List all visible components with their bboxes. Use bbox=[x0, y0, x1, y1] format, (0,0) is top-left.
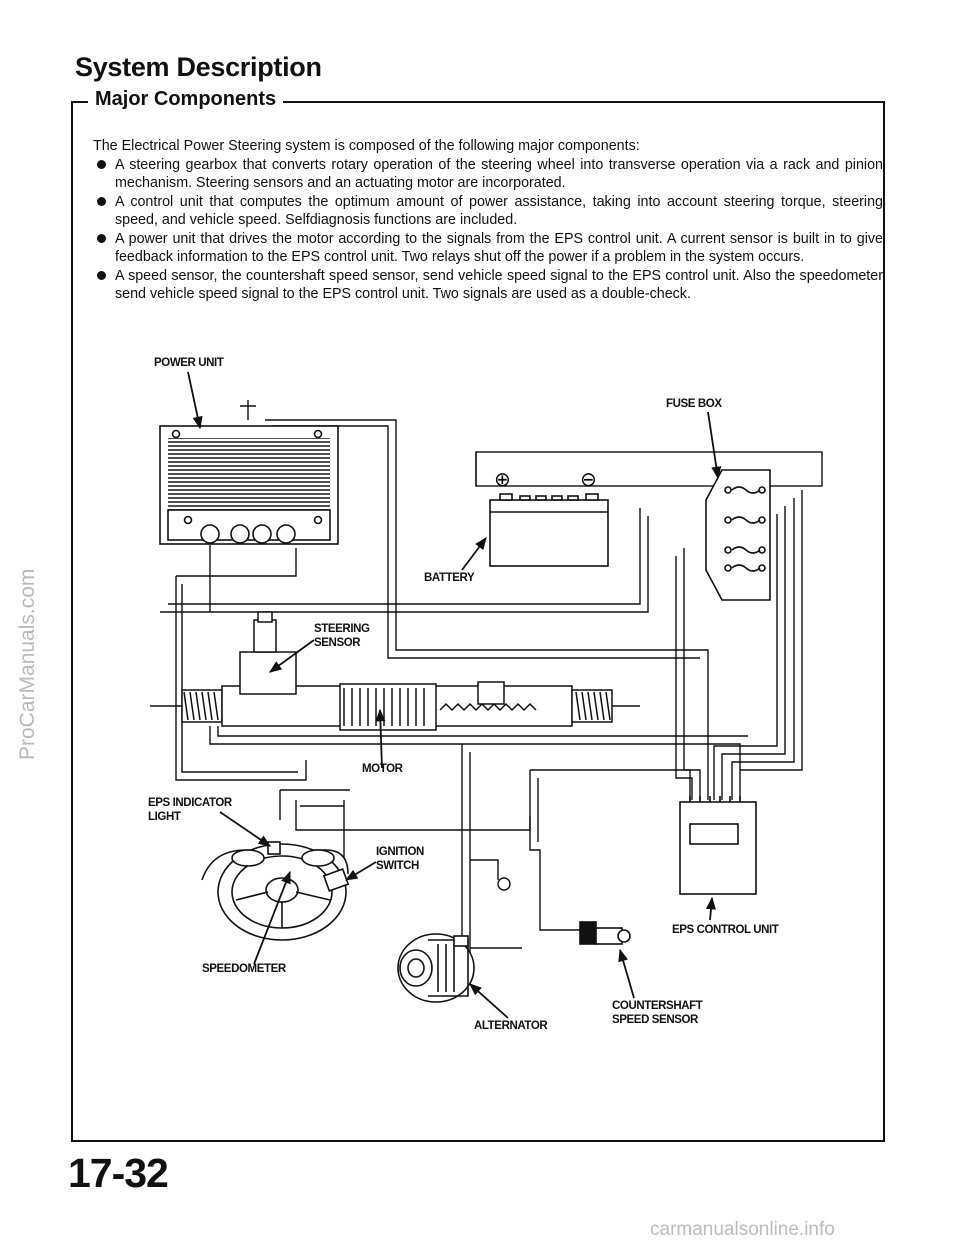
bullet-dot-icon bbox=[97, 196, 106, 206]
watermark-left: ProCarManuals.com bbox=[16, 568, 39, 760]
fuse-box-label: FUSE BOX bbox=[666, 398, 722, 410]
steering-sensor-label-line2: SENSOR bbox=[314, 637, 361, 649]
battery-label: BATTERY bbox=[424, 572, 475, 584]
power-unit-label: POWER UNIT bbox=[154, 357, 224, 369]
list-item-text: A power unit that drives the motor accor… bbox=[115, 230, 883, 266]
speedometer-label: SPEEDOMETER bbox=[202, 963, 286, 975]
eps-indicator-label-line2: LIGHT bbox=[148, 811, 181, 823]
list-item: A speed sensor, the countershaft speed s… bbox=[93, 267, 883, 304]
eps-control-unit-label: EPS CONTROL UNIT bbox=[672, 924, 779, 936]
steering-sensor-label: STEERING SENSOR bbox=[314, 622, 370, 650]
eps-indicator-label-line1: EPS INDICATOR bbox=[148, 797, 232, 809]
countershaft-label-line1: COUNTERSHAFT bbox=[612, 1000, 703, 1012]
battery-plus-icon: ⊕ bbox=[494, 467, 511, 491]
bullet-dot-icon bbox=[97, 233, 106, 243]
ignition-switch-label-line1: IGNITION bbox=[376, 846, 424, 858]
battery bbox=[489, 493, 609, 567]
bullet-dot-icon bbox=[97, 270, 106, 280]
alternator-label: ALTERNATOR bbox=[474, 1020, 548, 1032]
fuse-box bbox=[705, 469, 771, 601]
alternator bbox=[397, 933, 475, 1003]
list-item-text: A control unit that computes the optimum… bbox=[115, 193, 883, 229]
battery-minus-icon: ⊖ bbox=[580, 467, 597, 491]
power-unit bbox=[159, 425, 339, 545]
list-item: A power unit that drives the motor accor… bbox=[93, 230, 883, 267]
list-item: A steering gearbox that converts rotary … bbox=[93, 156, 883, 193]
page-number: 17-32 bbox=[68, 1150, 169, 1196]
countershaft-sensor bbox=[579, 921, 631, 945]
ignition-switch-label-line2: SWITCH bbox=[376, 860, 419, 872]
list-item: A control unit that computes the optimum… bbox=[93, 193, 883, 230]
wiring-harness bbox=[160, 400, 823, 972]
countershaft-label-line2: SPEED SENSOR bbox=[612, 1014, 698, 1026]
steering-wheel-and-dash bbox=[201, 841, 350, 941]
label-arrows bbox=[187, 371, 722, 1019]
steering-sensor-label-line1: STEERING bbox=[314, 623, 370, 635]
list-item-text: A steering gearbox that converts rotary … bbox=[115, 156, 883, 192]
ground-connector bbox=[497, 877, 511, 891]
bullet-dot-icon bbox=[97, 159, 106, 169]
ignition-switch-label: IGNITION SWITCH bbox=[376, 845, 424, 873]
components-frame bbox=[71, 101, 885, 1142]
section-title: Major Components bbox=[88, 88, 284, 111]
watermark-bottom: carmanualsonline.info bbox=[650, 1219, 835, 1240]
component-list: A steering gearbox that converts rotary … bbox=[93, 156, 883, 304]
eps-indicator-label: EPS INDICATOR LIGHT bbox=[148, 796, 232, 824]
intro-text-block: The Electrical Power Steering system is … bbox=[93, 137, 883, 304]
intro-lead: The Electrical Power Steering system is … bbox=[93, 138, 640, 154]
countershaft-speed-sensor-label: COUNTERSHAFT SPEED SENSOR bbox=[612, 999, 703, 1027]
steering-gearbox bbox=[150, 611, 640, 731]
page-title: System Description bbox=[75, 52, 322, 82]
motor-label: MOTOR bbox=[362, 763, 403, 775]
eps-control-unit bbox=[679, 796, 757, 895]
list-item-text: A speed sensor, the countershaft speed s… bbox=[115, 267, 883, 303]
